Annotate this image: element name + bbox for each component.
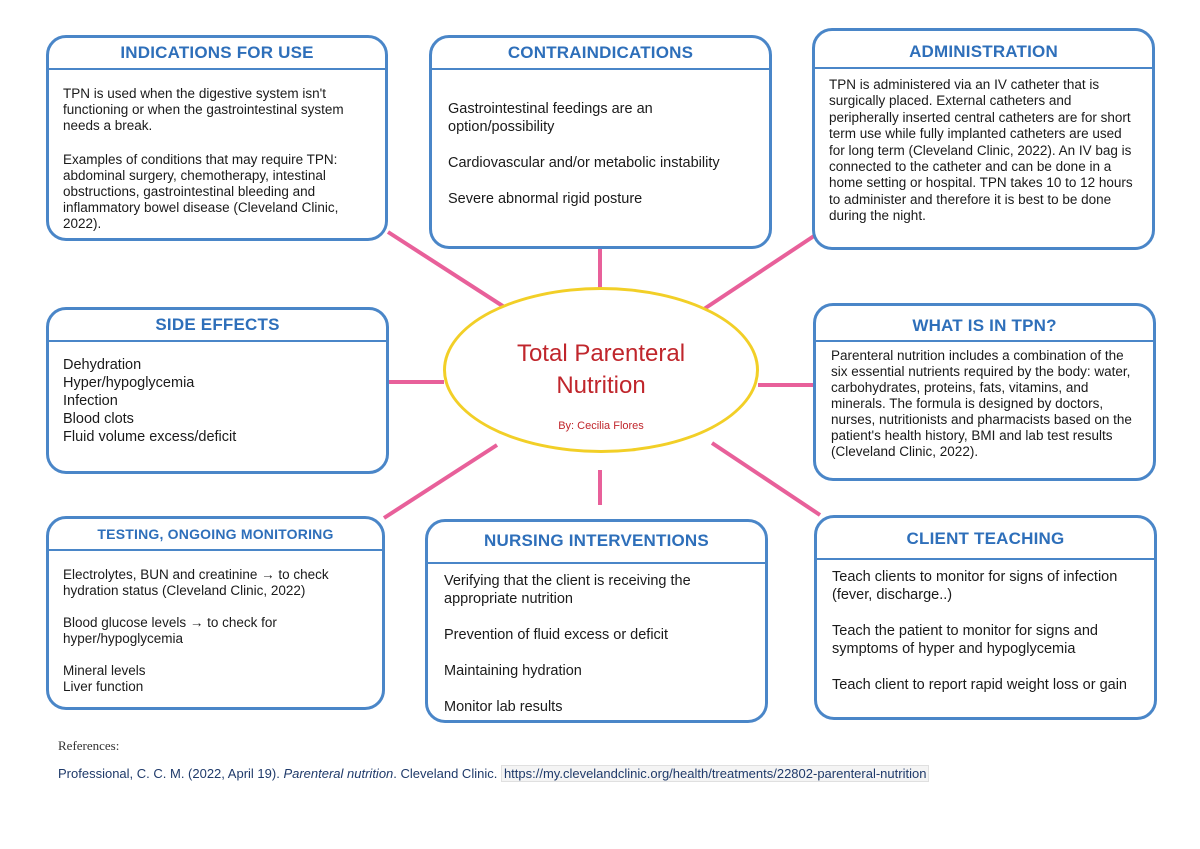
side-effect-item: Fluid volume excess/deficit xyxy=(63,429,237,445)
teaching-body: Teach clients to monitor for signs of in… xyxy=(832,568,1142,712)
center-topic: Total Parenteral Nutrition By: Cecilia F… xyxy=(443,287,759,453)
author-label: By: Cecilia Flores xyxy=(558,420,644,432)
center-title-line-1: Total Parenteral xyxy=(516,340,686,367)
testing-text-3: Mineral levels xyxy=(63,663,146,678)
reference-entry: Professional, C. C. M. (2022, April 19).… xyxy=(58,765,930,782)
contraindications-text-2: Cardiovascular and/or metabolic instabil… xyxy=(448,155,720,171)
administration-box: ADMINISTRATION TPN is administered via a… xyxy=(812,28,1155,250)
contraindications-body: Gastrointestinal feedings are an option/… xyxy=(448,100,757,226)
side-effect-item: Blood clots xyxy=(63,411,134,427)
connector-administration xyxy=(693,230,822,317)
teaching-text-3: Teach client to report rapid weight loss… xyxy=(832,677,1127,693)
teaching-box: CLIENT TEACHING Teach clients to monitor… xyxy=(814,515,1157,720)
center-title: Total Parenteral Nutrition xyxy=(446,338,756,402)
administration-text: TPN is administered via an IV catheter t… xyxy=(829,77,1133,224)
contraindications-text-3: Severe abnormal rigid posture xyxy=(448,191,643,207)
testing-text-2: Blood glucose levels → to check for hype… xyxy=(63,615,277,646)
nursing-text-3: Maintaining hydration xyxy=(444,663,582,679)
testing-box: TESTING, ONGOING MONITORING Electrolytes… xyxy=(46,516,385,710)
teaching-text-1: Teach clients to monitor for signs of in… xyxy=(832,569,1118,603)
indications-text-2: Examples of conditions that may require … xyxy=(63,152,339,231)
indications-box: INDICATIONS FOR USE TPN is used when the… xyxy=(46,35,388,241)
side-effects-list: Dehydration Hyper/hypoglycemia Infection… xyxy=(63,356,374,446)
nursing-title: NURSING INTERVENTIONS xyxy=(428,522,765,564)
side-effect-item: Hyper/hypoglycemia xyxy=(63,375,195,391)
nursing-box: NURSING INTERVENTIONS Verifying that the… xyxy=(425,519,768,723)
what-is-title: WHAT IS IN TPN? xyxy=(816,306,1153,342)
side-effects-box: SIDE EFFECTS Dehydration Hyper/hypoglyce… xyxy=(46,307,389,474)
teaching-text-2: Teach the patient to monitor for signs a… xyxy=(832,623,1098,657)
center-title-line-2: Nutrition xyxy=(556,372,646,399)
connector-teaching xyxy=(710,441,822,517)
nursing-body: Verifying that the client is receiving t… xyxy=(444,572,753,734)
administration-body: TPN is administered via an IV catheter t… xyxy=(829,77,1140,243)
what-is-body: Parenteral nutrition includes a combinat… xyxy=(831,348,1141,478)
nursing-text-1: Verifying that the client is receiving t… xyxy=(444,573,691,607)
testing-text-4: Liver function xyxy=(63,679,144,694)
side-effects-title: SIDE EFFECTS xyxy=(49,310,386,342)
references-label: References: xyxy=(58,738,120,753)
contraindications-box: CONTRAINDICATIONS Gastrointestinal feedi… xyxy=(429,35,772,249)
what-is-text: Parenteral nutrition includes a combinat… xyxy=(831,348,1132,459)
reference-title: Parenteral nutrition xyxy=(283,766,394,781)
side-effect-item: Dehydration xyxy=(63,357,142,373)
connector-indications xyxy=(386,230,514,314)
reference-publisher: . Cleveland Clinic. xyxy=(393,766,498,781)
teaching-title: CLIENT TEACHING xyxy=(817,518,1154,560)
nursing-text-2: Prevention of fluid excess or deficit xyxy=(444,627,669,643)
reference-author-date: Professional, C. C. M. (2022, April 19). xyxy=(58,766,280,781)
indications-text-1: TPN is used when the digestive system is… xyxy=(63,86,344,133)
indications-body: TPN is used when the digestive system is… xyxy=(63,86,373,250)
testing-body: Electrolytes, BUN and creatinine → to ch… xyxy=(63,567,370,695)
connector-testing xyxy=(382,443,499,520)
administration-title: ADMINISTRATION xyxy=(815,31,1152,69)
testing-title: TESTING, ONGOING MONITORING xyxy=(49,519,382,551)
side-effect-item: Infection xyxy=(63,393,118,409)
contraindications-title: CONTRAINDICATIONS xyxy=(432,38,769,70)
what-is-box: WHAT IS IN TPN? Parenteral nutrition inc… xyxy=(813,303,1156,481)
reference-url-link[interactable]: https://my.clevelandclinic.org/health/tr… xyxy=(500,765,930,782)
nursing-text-4: Monitor lab results xyxy=(444,699,563,715)
contraindications-text-1: Gastrointestinal feedings are an option/… xyxy=(448,101,653,135)
testing-text-1: Electrolytes, BUN and creatinine → to ch… xyxy=(63,567,329,598)
indications-title: INDICATIONS FOR USE xyxy=(49,38,385,70)
